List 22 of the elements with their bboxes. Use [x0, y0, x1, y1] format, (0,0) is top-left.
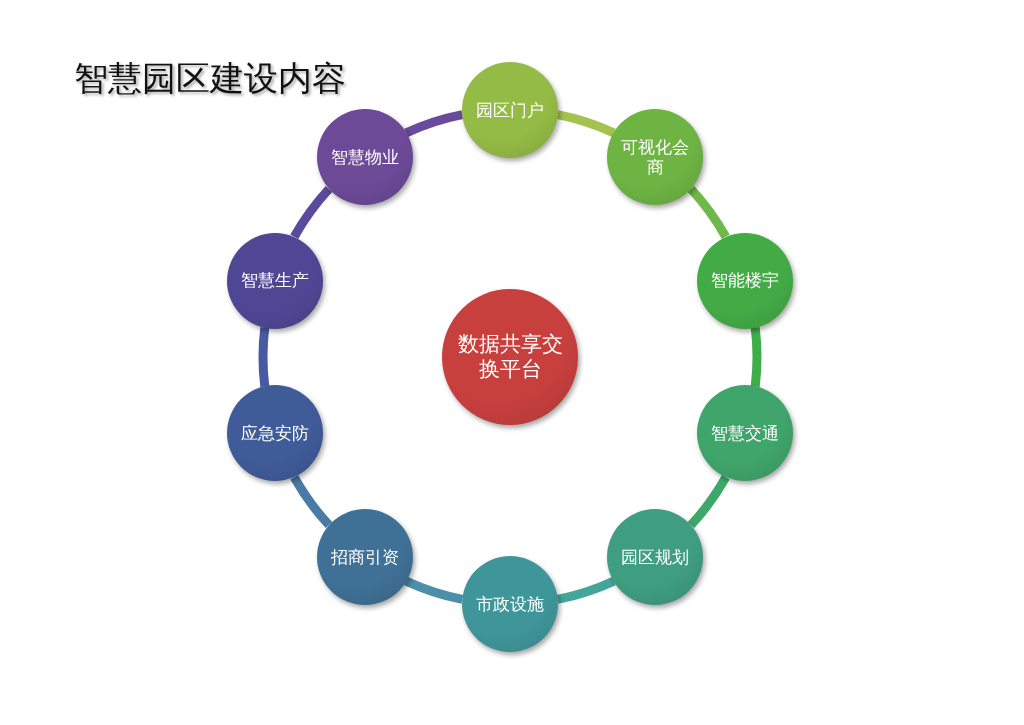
- ring-segment: [687, 474, 730, 528]
- ring-segment: [258, 327, 270, 387]
- topic-circle: 市政设施: [462, 556, 558, 652]
- ring-segment: [750, 327, 762, 387]
- topic-circle: 园区门户: [462, 62, 558, 158]
- topic-circle: 园区规划: [607, 508, 704, 605]
- topic-circle: 应急安防: [227, 385, 324, 482]
- ring-segment: [556, 110, 616, 138]
- topic-circle: 智慧生产: [227, 232, 324, 329]
- title: 智慧园区建设内容: [74, 57, 346, 100]
- topic-circle: 招商引资: [316, 508, 413, 605]
- ring-segment: [290, 474, 333, 528]
- ring-segment: [556, 576, 616, 604]
- ring-segment: [404, 576, 464, 604]
- ring-segment: [404, 110, 464, 138]
- ring-segment: [290, 186, 333, 240]
- hub-circle: 数据共享交换平台: [442, 289, 578, 425]
- ring-segment: [687, 186, 730, 240]
- topic-circle: 智慧交通: [696, 385, 793, 482]
- topic-circle: 可视化会商: [607, 109, 704, 206]
- topic-circle: 智能楼宇: [696, 232, 793, 329]
- topic-circle: 智慧物业: [316, 109, 413, 206]
